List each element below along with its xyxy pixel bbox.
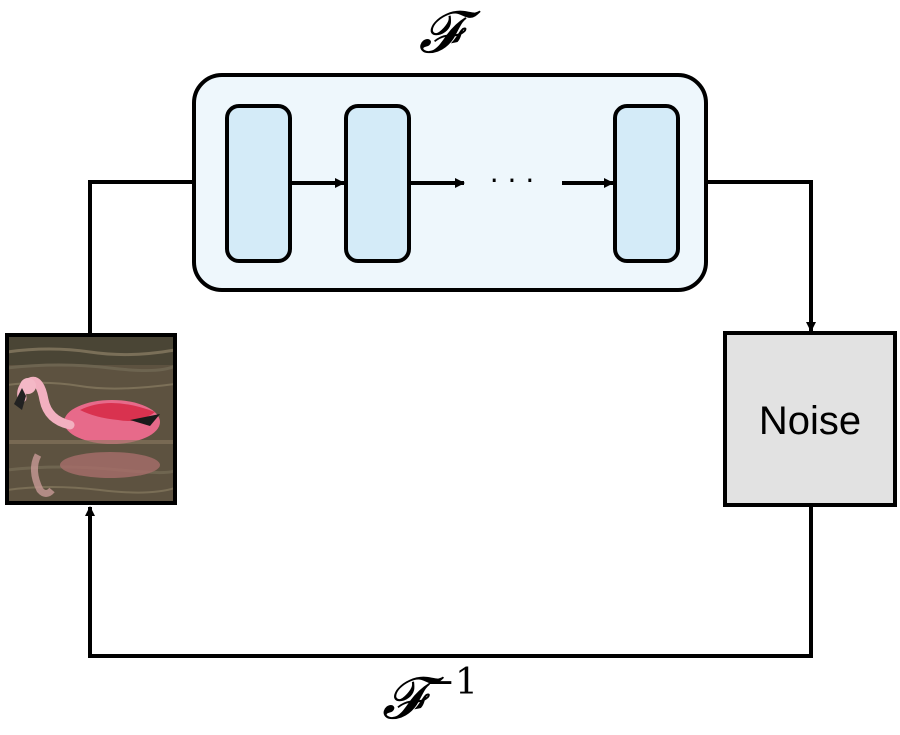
- inverse-connector: [85, 505, 813, 658]
- ellipsis: · · ·: [490, 164, 535, 197]
- inverse-transform-exponent: −1: [425, 662, 478, 703]
- input-connector: [88, 180, 194, 333]
- layer-block-last: [613, 104, 680, 263]
- noise-box: [723, 331, 897, 507]
- inverse-transform-label: 𝓕−1: [382, 662, 478, 732]
- noise-label: Noise: [759, 399, 861, 443]
- flamingo-photo-icon: [5, 333, 177, 505]
- output-connector: [706, 180, 816, 332]
- layer-block-2: [344, 104, 411, 263]
- layer-block-1: [225, 104, 292, 263]
- forward-transform-label: 𝓕: [419, 0, 482, 66]
